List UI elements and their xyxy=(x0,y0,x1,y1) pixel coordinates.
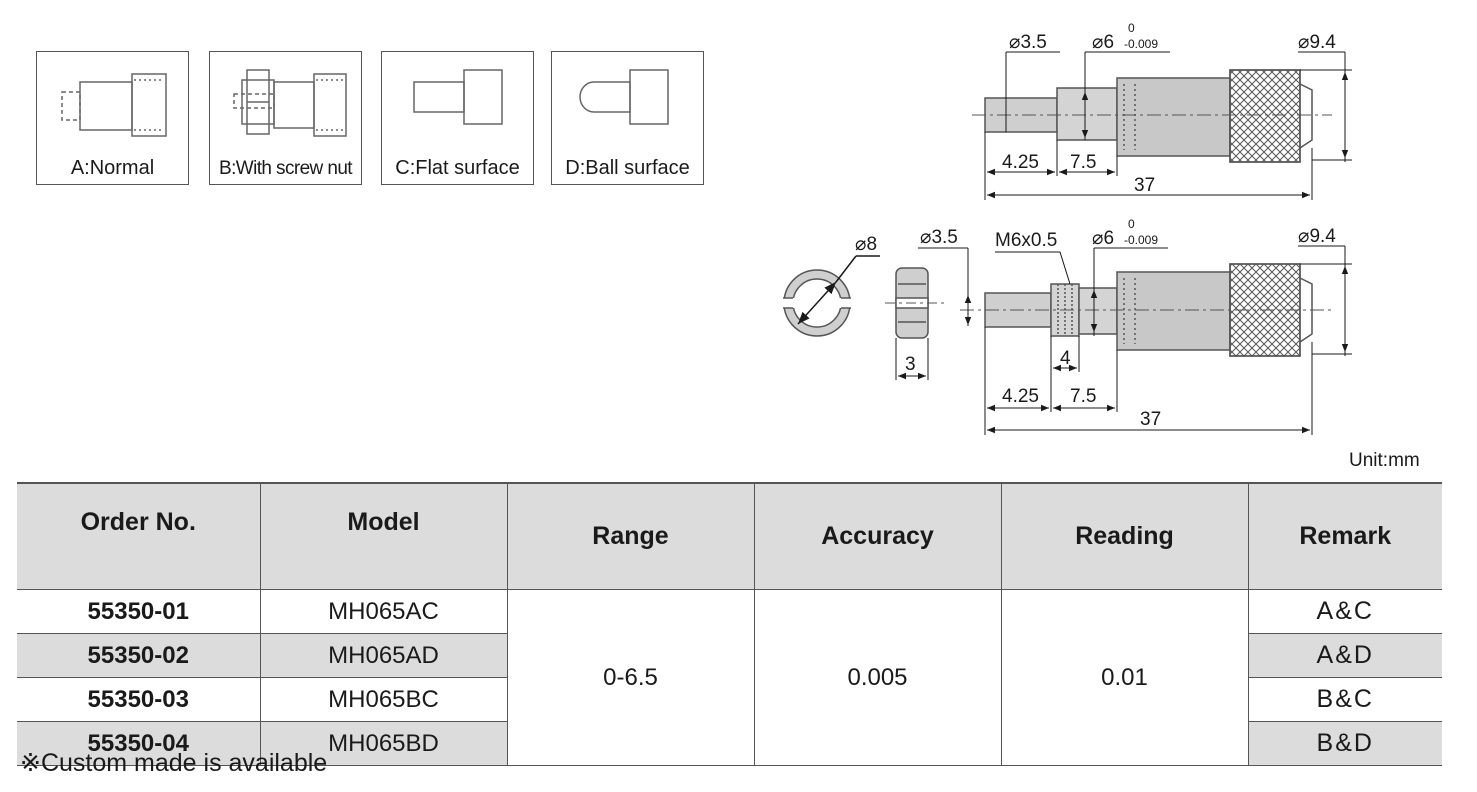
screw-nut-spindle-icon xyxy=(233,69,347,137)
bottom-tip-length: 4.25 xyxy=(1002,386,1039,407)
header-model: Model xyxy=(259,482,508,590)
variant-b-card: B:With screw nut xyxy=(209,51,362,185)
custom-made-note: ※Custom made is available xyxy=(20,749,328,777)
model-cell: MH065BD xyxy=(259,721,508,766)
remark-cell: B&D xyxy=(1247,721,1442,766)
header-accuracy: Accuracy xyxy=(753,482,1002,590)
top-tolerance-lower: -0.009 xyxy=(1124,37,1158,51)
nut-diameter-dim: ⌀8 xyxy=(855,234,877,255)
header-range: Range xyxy=(506,482,755,590)
flat-tip-icon xyxy=(413,69,503,125)
table-row: 55350-02 MH065AD A&D xyxy=(17,633,1442,678)
top-tip-length: 4.25 xyxy=(1002,152,1039,173)
variant-c-card: C:Flat surface xyxy=(381,51,534,185)
top-spindle-diameter: ⌀3.5 xyxy=(1009,32,1047,53)
order-no-cell: 55350-02 xyxy=(17,633,261,678)
nut-side-view xyxy=(885,267,946,380)
bottom-thread-spec: M6x0.5 xyxy=(995,230,1057,251)
bottom-tolerance-lower: -0.009 xyxy=(1124,233,1158,247)
top-micrometer-head xyxy=(984,69,1313,163)
bottom-sleeve-length: 7.5 xyxy=(1070,386,1096,407)
spec-table: Order No. Model Range Accuracy Reading R… xyxy=(17,482,1442,766)
table-header-row: Order No. Model Range Accuracy Reading R… xyxy=(17,482,1442,590)
top-tolerance-upper: 0 xyxy=(1128,21,1135,35)
variant-d-card: D:Ball surface xyxy=(551,51,704,185)
header-remark: Remark xyxy=(1247,482,1442,590)
reading-cell: 0.01 xyxy=(1000,589,1249,766)
bottom-tolerance-upper: 0 xyxy=(1128,217,1135,231)
top-thimble-diameter: ⌀9.4 xyxy=(1298,32,1336,53)
order-no-cell: 55350-01 xyxy=(17,589,261,634)
table-row: 55350-01 MH065AC 0-6.5 0.005 0.01 A&C xyxy=(17,589,1442,766)
top-sleeve-length: 7.5 xyxy=(1070,152,1096,173)
header-reading: Reading xyxy=(1000,482,1249,590)
model-cell: MH065BC xyxy=(259,677,508,722)
variant-c-label: C:Flat surface xyxy=(395,157,520,179)
variant-d-label: D:Ball surface xyxy=(565,157,690,179)
top-total-length: 37 xyxy=(1134,175,1155,196)
variant-a-label: A:Normal xyxy=(70,157,155,179)
nut-width-dim: 3 xyxy=(905,354,916,375)
variant-b-label: B:With screw nut xyxy=(219,158,353,179)
accuracy-cell: 0.005 xyxy=(753,589,1002,766)
variant-a-card: A:Normal xyxy=(36,51,189,185)
header-order-no: Order No. xyxy=(17,482,261,590)
bottom-spindle-diameter: ⌀3.5 xyxy=(920,227,958,248)
ball-tip-icon xyxy=(579,69,669,125)
technical-drawings: ⌀3.5 ⌀6 0 -0.009 ⌀9.4 4.25 7.5 37 3 ⌀8 xyxy=(783,21,1352,435)
unit-label: Unit:mm xyxy=(1349,450,1420,471)
nut-front-view xyxy=(783,255,880,337)
top-sleeve-diameter: ⌀6 xyxy=(1092,32,1114,53)
order-no-cell: 55350-04 xyxy=(17,721,261,766)
remark-cell: B&C xyxy=(1247,677,1442,722)
bottom-total-length: 37 xyxy=(1140,409,1161,430)
range-cell: 0-6.5 xyxy=(506,589,755,766)
table-row: 55350-04 MH065BD B&D xyxy=(17,721,1442,766)
normal-spindle-icon xyxy=(61,73,167,137)
table-row: 55350-03 MH065BC B&C xyxy=(17,677,1442,722)
model-cell: MH065AD xyxy=(259,633,508,678)
bottom-thread-length: 4 xyxy=(1060,348,1071,369)
order-no-cell: 55350-03 xyxy=(17,677,261,722)
remark-cell: A&D xyxy=(1247,633,1442,678)
bottom-thimble-diameter: ⌀9.4 xyxy=(1298,226,1336,247)
model-cell: MH065AC xyxy=(259,589,508,634)
bottom-sleeve-diameter: ⌀6 xyxy=(1092,228,1114,249)
remark-cell: A&C xyxy=(1247,589,1442,634)
